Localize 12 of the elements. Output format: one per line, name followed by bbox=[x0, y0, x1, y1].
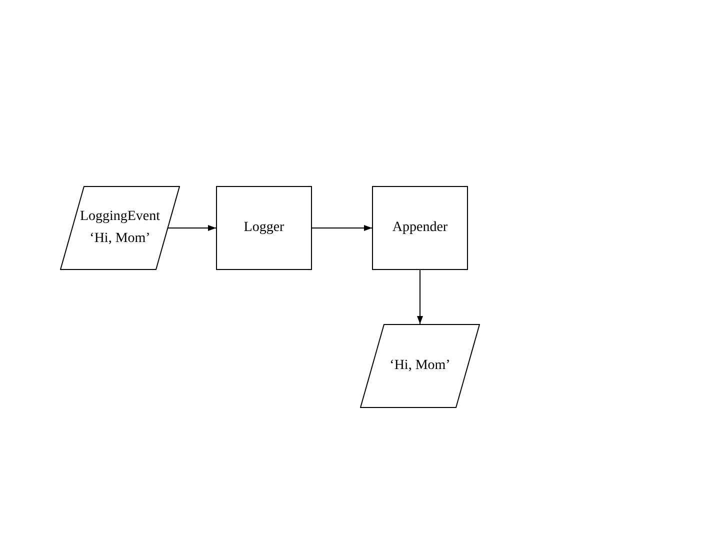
process-box bbox=[372, 186, 468, 270]
process-box bbox=[216, 186, 312, 270]
arrow bbox=[312, 225, 372, 231]
node-text: ‘Hi, Mom’ bbox=[90, 230, 150, 248]
node-text: LoggingEvent bbox=[80, 208, 160, 226]
arrow bbox=[168, 225, 216, 231]
node-text: Logger bbox=[244, 219, 284, 237]
data-parallelogram bbox=[60, 186, 180, 270]
node-text: ‘Hi, Mom’ bbox=[390, 357, 450, 375]
node-text: Appender bbox=[392, 219, 448, 237]
arrow bbox=[417, 270, 423, 324]
data-parallelogram bbox=[360, 324, 480, 408]
